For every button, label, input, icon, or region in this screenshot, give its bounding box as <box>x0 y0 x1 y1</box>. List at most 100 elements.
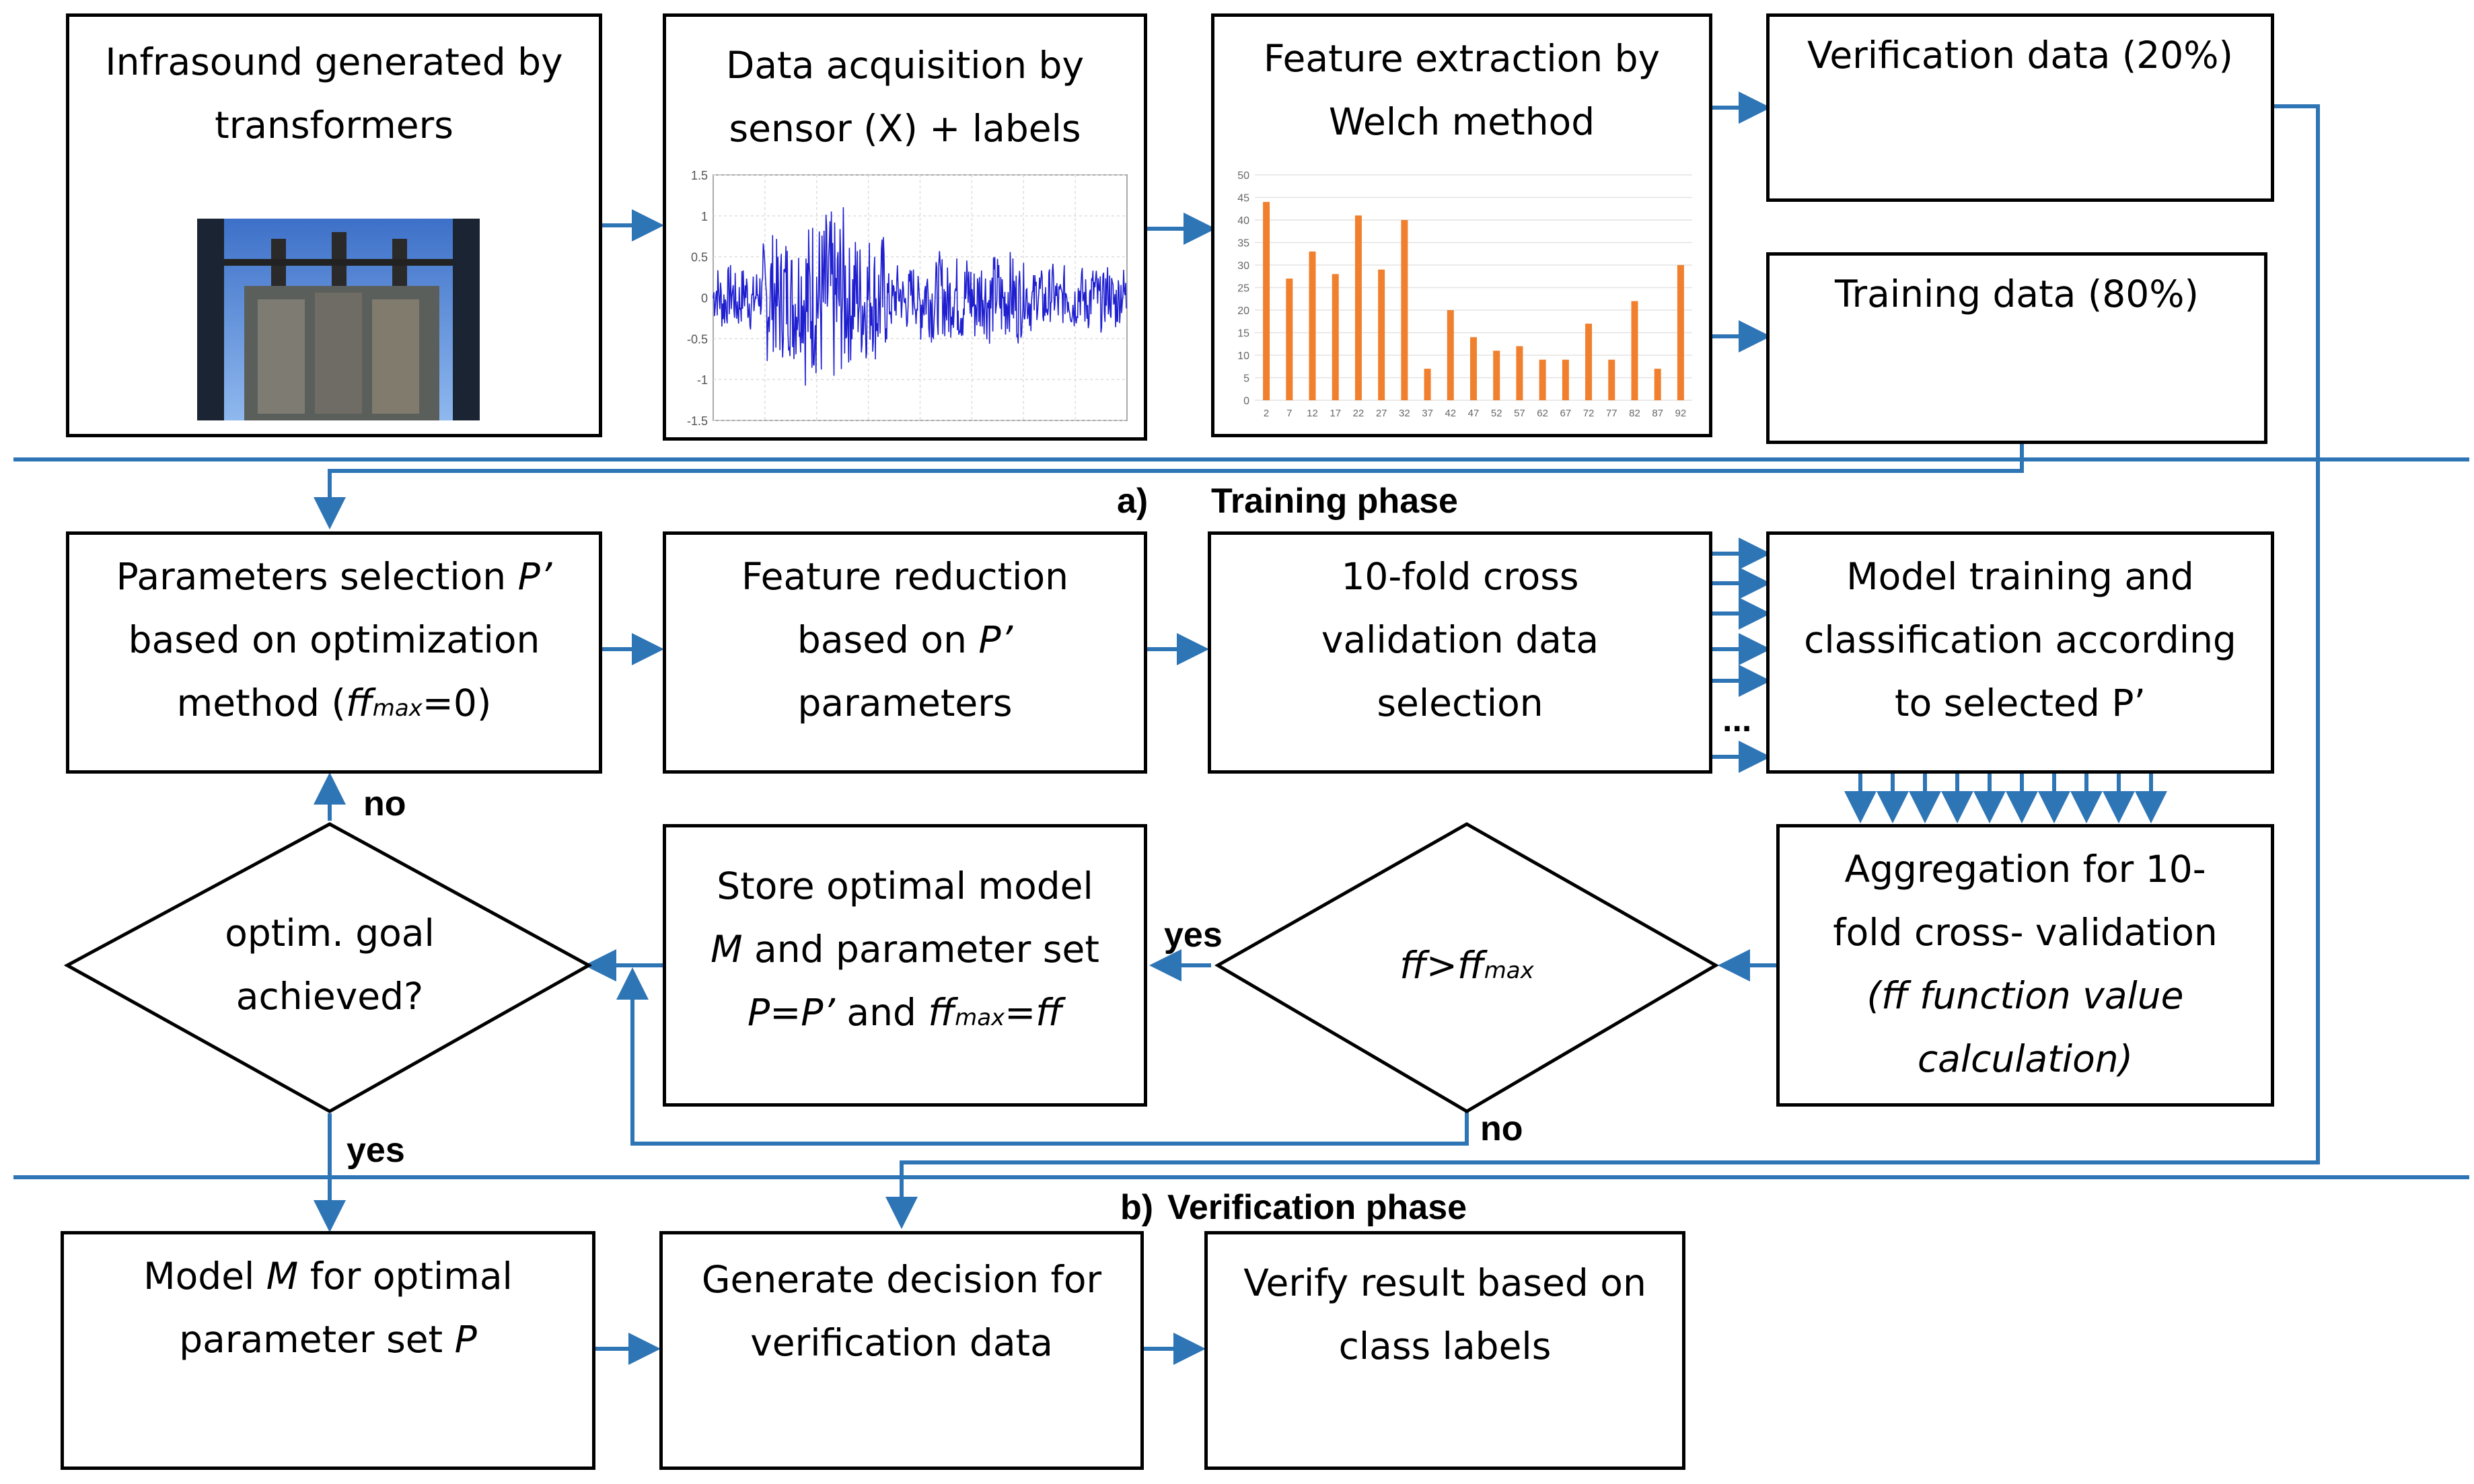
ff-assign: =ff <box>1005 991 1062 1034</box>
optim-goal-diamond <box>63 822 593 1113</box>
acquisition-box: Data acquisition by sensor (X) + labels … <box>663 13 1147 441</box>
welch-bar <box>1585 324 1593 400</box>
signal-chart: 1.510.50-0.5-1-1.5 <box>687 169 1128 428</box>
welch-bar <box>1631 301 1638 400</box>
feature-reduction-line-2-text: based on <box>797 618 979 661</box>
training-data-label: Training data (80%) <box>1834 272 2199 316</box>
verification-data-box: Verification data (20%) <box>1766 13 2274 202</box>
signal-ytick-label: -1.5 <box>687 414 708 428</box>
model-training-box: Model training and classification accord… <box>1766 531 2274 774</box>
bar-ytick-label: 50 <box>1237 170 1249 182</box>
bar-xtick-label: 57 <box>1514 408 1525 419</box>
signal-ytick-label: 0 <box>701 292 708 305</box>
welch-bar <box>1354 215 1362 400</box>
welch-bar <box>1332 274 1339 400</box>
ff-compare-diamond <box>1214 822 1720 1113</box>
store-model-box: Store optimal model M and parameter set … <box>663 824 1147 1107</box>
bar-xtick-label: 77 <box>1606 408 1617 419</box>
store-model-line-2: M and parameter set <box>666 918 1144 981</box>
model-m-line-2: parameter set P <box>64 1308 592 1371</box>
feature-reduction-line-1: Feature reduction <box>741 555 1068 598</box>
acquisition-text: Data acquisition by sensor (X) + labels <box>666 34 1144 160</box>
welch-bar <box>1677 265 1684 400</box>
model-m-var: M <box>711 928 743 971</box>
param-selection-line-3: method (ffmax=0) <box>69 671 599 740</box>
feature-reduction-var: P’ <box>978 618 1013 661</box>
p-assign-var: P=P’ <box>748 991 835 1034</box>
bar-xtick-label: 22 <box>1353 408 1365 419</box>
cross-validation-line-2: validation data <box>1321 618 1599 661</box>
verification-data-label: Verification data (20%) <box>1807 34 2234 77</box>
signal-series-line <box>713 207 1127 386</box>
bar-xtick-label: 47 <box>1468 408 1480 419</box>
verification-phase-label: Verification phase <box>1167 1188 1467 1227</box>
model-m-line-1-a: Model <box>143 1255 266 1298</box>
store-model-line-3: P=P’ and ffmax=ff <box>666 981 1144 1049</box>
bar-ytick-label: 15 <box>1237 328 1249 340</box>
bar-xtick-label: 67 <box>1560 408 1571 419</box>
welch-bar <box>1286 279 1293 400</box>
signal-ytick-label: 0.5 <box>691 251 708 264</box>
no-label-ff: no <box>1480 1109 1523 1148</box>
signal-ytick-label: 1 <box>701 210 708 223</box>
yes-label-optim: yes <box>347 1131 405 1170</box>
bar-xtick-label: 12 <box>1307 408 1318 419</box>
training-phase-label: Training phase <box>1211 482 1458 521</box>
param-selection-text: Parameters selection P’ based on optimiz… <box>69 545 599 740</box>
verify-result-box: Verify result based on class labels <box>1204 1231 1685 1470</box>
bar-xtick-label: 32 <box>1399 408 1410 419</box>
infrasound-text: Infrasound generated by transformers <box>69 30 599 157</box>
model-m-line-1-b: for optimal <box>298 1255 513 1298</box>
infrasound-line-1: Infrasound generated by <box>105 40 563 83</box>
aggregation-line-3: (ff function value <box>1866 974 2184 1017</box>
feature-reduction-box: Feature reduction based on P’ parameters <box>663 531 1147 774</box>
bar-xtick-label: 52 <box>1491 408 1502 419</box>
arrow-verification-data-to-generate-decision <box>885 104 2320 1229</box>
generate-decision-line-1: Generate decision for <box>701 1258 1102 1301</box>
bar-xtick-label: 82 <box>1629 408 1640 419</box>
ff-compare-var: ff>ff <box>1399 944 1484 987</box>
feature-reduction-line-2: based on P’ <box>666 608 1144 671</box>
welch-bar <box>1447 310 1454 400</box>
ff-compare-sub: max <box>1484 957 1534 984</box>
optim-goal-line-1: optim. goal <box>225 912 435 955</box>
model-m-line-2-a: parameter set <box>179 1318 455 1361</box>
arrow-training-data-to-param-selection <box>314 444 2024 529</box>
welch-bar <box>1493 350 1500 400</box>
model-m-var-label: M <box>266 1255 299 1298</box>
welch-bar <box>1562 359 1569 400</box>
bar-ytick-label: 30 <box>1237 260 1249 272</box>
ff-compare-text: ff>ffmax <box>1332 934 1601 1002</box>
welch-bar <box>1263 202 1270 400</box>
model-m-text: Model M for optimal parameter set P <box>64 1245 592 1371</box>
ff-variable: ff <box>346 681 373 725</box>
bar-ytick-label: 40 <box>1237 215 1249 227</box>
training-phase-letter: a) <box>1117 482 1149 521</box>
fold-ellipsis: ... <box>1722 700 1752 739</box>
cross-validation-line-1: 10-fold cross <box>1341 555 1579 598</box>
model-training-text: Model training and classification accord… <box>1770 545 2271 735</box>
feature-reduction-line-3: parameters <box>797 681 1013 725</box>
acquisition-line-1: Data acquisition by <box>725 44 1085 87</box>
bar-ytick-label: 10 <box>1237 350 1249 362</box>
training-data-box: Training data (80%) <box>1766 252 2267 444</box>
welch-bar <box>1539 359 1546 400</box>
bar-xtick-label: 17 <box>1330 408 1341 419</box>
model-training-line-3: to selected P’ <box>1895 681 2146 725</box>
transformer-image <box>197 219 480 420</box>
model-m-box: Model M for optimal parameter set P <box>61 1231 595 1470</box>
bar-xtick-label: 37 <box>1422 408 1433 419</box>
welch-bar <box>1608 359 1615 400</box>
infrasound-box: Infrasound generated by transformers <box>66 13 602 437</box>
param-selection-line-3-end: =0) <box>422 681 492 725</box>
model-training-line-1: Model training and <box>1846 555 2194 598</box>
bar-ytick-label: 5 <box>1243 373 1249 385</box>
ff-max-subscript: max <box>372 695 423 722</box>
welch-bar <box>1516 346 1523 400</box>
verify-result-text: Verify result based on class labels <box>1208 1251 1682 1378</box>
welch-bar <box>1401 220 1408 400</box>
bar-ytick-label: 25 <box>1237 283 1249 295</box>
